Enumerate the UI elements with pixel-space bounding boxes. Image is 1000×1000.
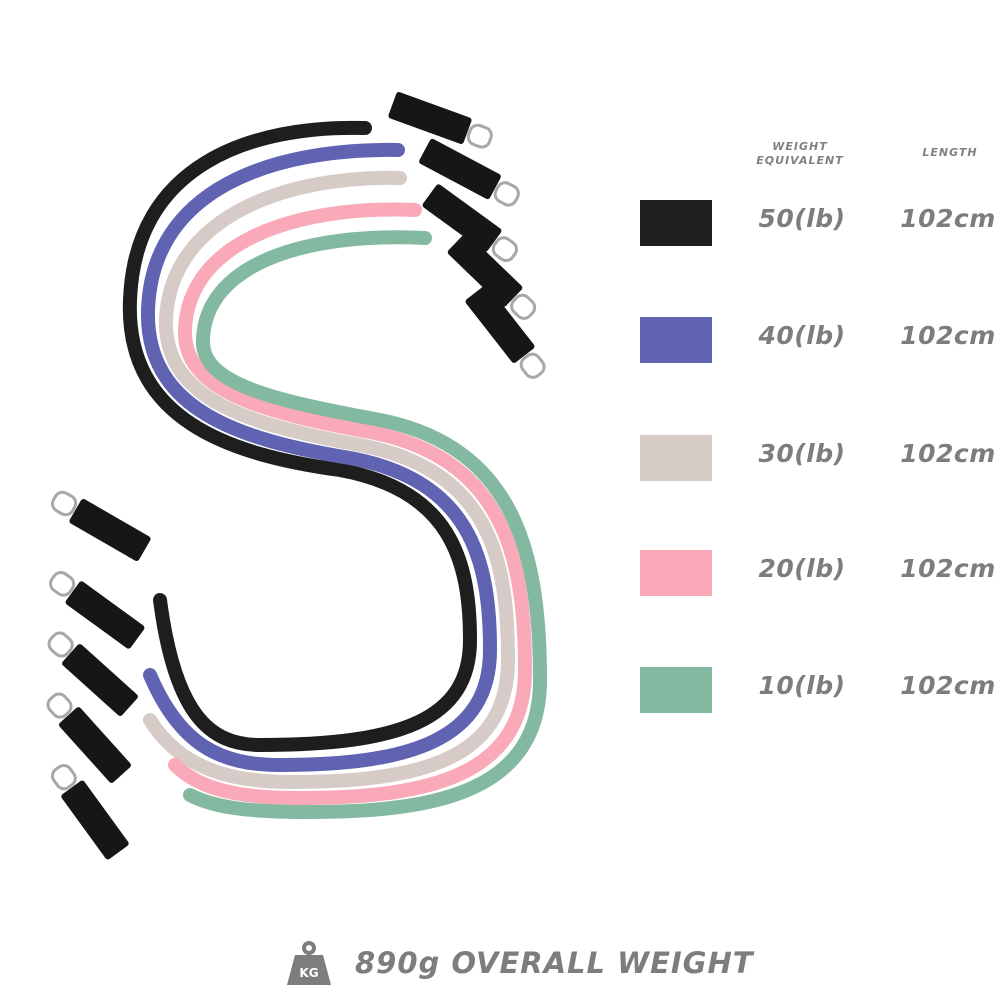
band-tubes bbox=[122, 120, 548, 820]
purple-band-weight: 40(lb) bbox=[758, 321, 846, 350]
black-band-weight: 50(lb) bbox=[758, 204, 846, 233]
purple-top-handle bbox=[419, 138, 520, 207]
green-top-handle bbox=[465, 285, 546, 379]
green-band-length: 102cm bbox=[900, 671, 996, 700]
green-band-tube bbox=[183, 230, 548, 820]
beige-band-length: 102cm bbox=[900, 439, 996, 468]
legend-row-beige: 30(lb) 102cm bbox=[0, 428, 1000, 488]
black-band-tube bbox=[122, 120, 478, 753]
purple-bottom-handle bbox=[49, 570, 145, 649]
purple-band-swatch bbox=[640, 317, 712, 363]
beige-band-tube bbox=[143, 170, 516, 790]
purple-band-tube bbox=[140, 142, 498, 773]
green-band-swatch bbox=[640, 667, 712, 713]
legend-row-pink: 20(lb) 102cm bbox=[0, 543, 1000, 603]
kg-icon-text: KG bbox=[299, 966, 318, 980]
legend-row-green: 10(lb) 102cm bbox=[0, 660, 1000, 720]
pink-band-weight: 20(lb) bbox=[758, 554, 846, 583]
resistance-bands-illustration bbox=[46, 92, 548, 860]
green-band-weight: 10(lb) bbox=[758, 671, 846, 700]
green-bottom-handle bbox=[50, 764, 129, 860]
bottom-handles bbox=[46, 490, 151, 860]
length-header: LENGTH bbox=[922, 146, 978, 159]
pink-band-length: 102cm bbox=[900, 554, 996, 583]
weight-equivalent-header: WEIGHT EQUIVALENT bbox=[756, 140, 844, 167]
black-band-swatch bbox=[640, 200, 712, 246]
legend-row-black: 50(lb) 102cm bbox=[0, 193, 1000, 253]
beige-band-swatch bbox=[640, 435, 712, 481]
kg-weight-icon: KG bbox=[287, 941, 331, 985]
beige-bottom-handle bbox=[47, 631, 138, 716]
overall-weight-footer: KG 890g OVERALL WEIGHT bbox=[285, 935, 754, 991]
black-band-length: 102cm bbox=[900, 204, 996, 233]
top-handles bbox=[388, 92, 546, 379]
beige-band-weight: 30(lb) bbox=[758, 439, 846, 468]
black-top-handle bbox=[388, 92, 493, 149]
overall-weight-text: 890g OVERALL WEIGHT bbox=[355, 946, 754, 980]
purple-band-length: 102cm bbox=[900, 321, 996, 350]
beige-top-handle bbox=[422, 184, 518, 263]
pink-band-swatch bbox=[640, 550, 712, 596]
black-bottom-handle bbox=[51, 490, 151, 562]
pink-top-handle bbox=[447, 233, 537, 320]
pink-bottom-handle bbox=[46, 692, 131, 783]
pink-band-tube bbox=[168, 202, 533, 806]
legend-row-purple: 40(lb) 102cm bbox=[0, 310, 1000, 370]
